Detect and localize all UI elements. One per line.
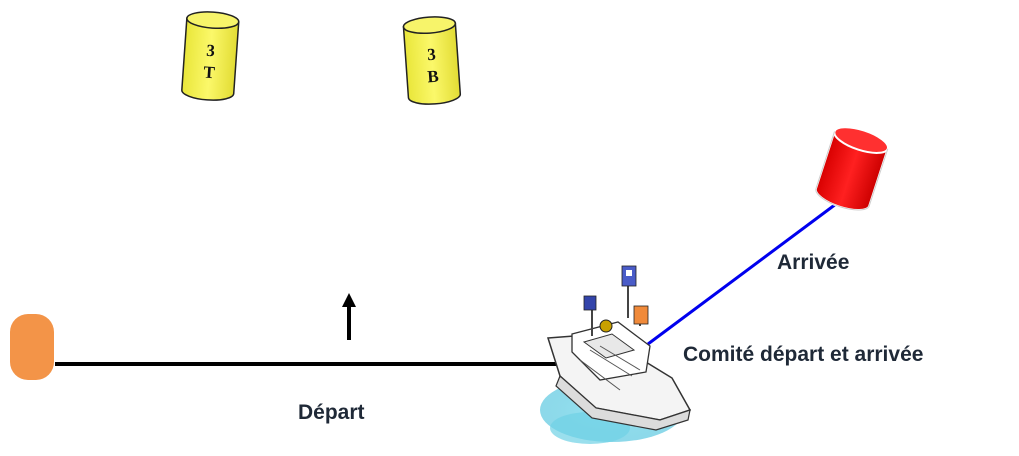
finish-line: [647, 202, 837, 346]
buoy-3T: 3 T: [181, 11, 240, 101]
finish-label: Arrivée: [777, 251, 850, 274]
committee-label: Comité départ et arrivée: [683, 343, 924, 366]
buoy-3B-label-top: 3: [427, 45, 437, 65]
buoy-3T-label-bottom: T: [203, 63, 216, 83]
buoy-3B-label-bottom: B: [427, 67, 440, 87]
start-label: Départ: [298, 401, 365, 424]
finish-buoy: [814, 126, 890, 211]
start-pin-buoy: [10, 314, 54, 380]
direction-arrow-icon: [342, 293, 356, 340]
committee-boat-icon: [540, 265, 692, 444]
buoy-3B: 3 B: [402, 16, 462, 105]
buoy-3T-label-top: 3: [206, 41, 216, 61]
